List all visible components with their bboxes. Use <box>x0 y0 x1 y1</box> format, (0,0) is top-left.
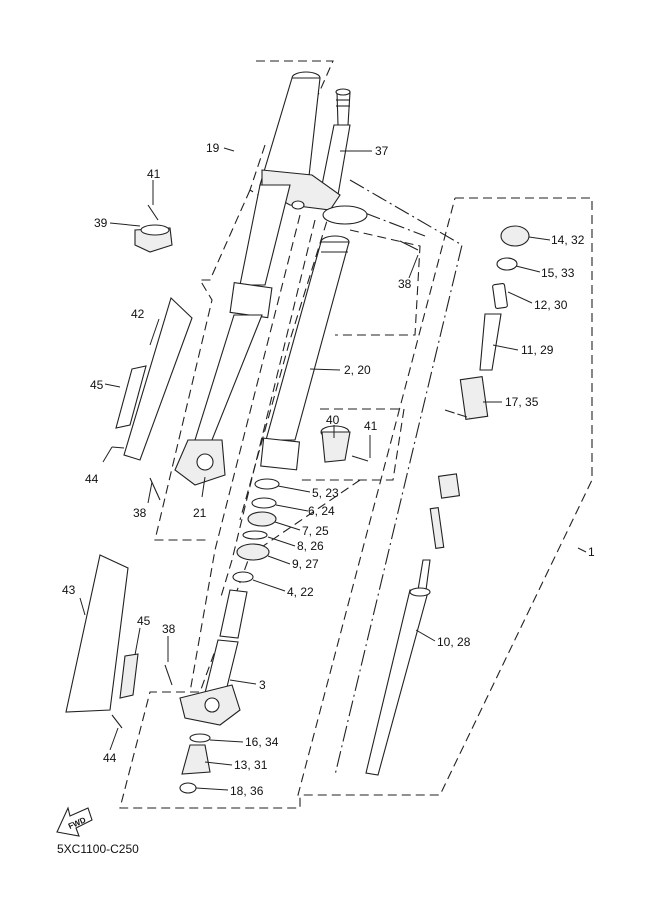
damper-cylinder-10 <box>365 589 429 776</box>
callout-labels: 19 37 41 39 38 14, 32 15, 33 12, 30 11, … <box>62 141 595 798</box>
callout-12-30: 12, 30 <box>534 298 568 312</box>
nut-15 <box>496 257 518 271</box>
callout-11-29: 11, 29 <box>521 343 554 357</box>
fork-guard-43 <box>65 554 129 713</box>
outer-tube-part-3 <box>179 589 248 794</box>
callout-38-lower: 38 <box>162 622 176 636</box>
assembly-chain-line-2 <box>364 212 426 237</box>
decal-45-upper <box>115 365 147 429</box>
callout-39: 39 <box>94 216 108 230</box>
callout-19: 19 <box>206 141 220 155</box>
callout-9-27: 9, 27 <box>292 557 319 571</box>
damper-rod-10 <box>417 559 431 591</box>
group-left-strip <box>189 214 301 693</box>
group-38-boundary <box>335 229 421 336</box>
bolt-38-upper <box>399 240 419 251</box>
cap-bolt-14 <box>500 225 530 247</box>
callout-21: 21 <box>193 506 207 520</box>
bolt-44-upper <box>111 446 125 449</box>
group-1-boundary <box>297 197 593 796</box>
callout-41-upper: 41 <box>147 167 161 181</box>
callout-15-33: 15, 33 <box>541 266 575 280</box>
group-left-strip-2 <box>219 219 316 601</box>
callout-3: 3 <box>259 678 266 692</box>
dust-seal-9 <box>236 543 270 561</box>
leader-lines <box>79 147 587 791</box>
callout-42: 42 <box>131 307 145 321</box>
base-valve-13 <box>181 744 211 775</box>
bolt-41-upper <box>147 204 159 221</box>
callout-5-23: 5, 23 <box>312 486 339 500</box>
fork-outer-tube-part-19 <box>174 71 368 486</box>
oil-seal-7 <box>247 511 277 527</box>
callout-18-36: 18, 36 <box>230 784 264 798</box>
callout-38-mid: 38 <box>133 506 147 520</box>
bolt-41-lower <box>351 455 369 462</box>
callout-8-26: 8, 26 <box>297 539 324 553</box>
cartridge-parts <box>365 225 530 776</box>
callout-45-lower: 45 <box>137 614 151 628</box>
group-boundaries <box>119 60 593 809</box>
bolt-44-lower <box>111 714 123 729</box>
callout-41-lower: 41 <box>364 419 378 433</box>
callout-44-upper: 44 <box>85 472 99 486</box>
callout-43: 43 <box>62 583 76 597</box>
forward-arrow-icon: FWD <box>56 806 93 837</box>
bushing-5 <box>254 478 280 490</box>
callout-17-35: 17, 35 <box>505 395 539 409</box>
bolt-38-mid <box>149 477 161 501</box>
spacer-11 <box>479 313 502 371</box>
callout-2-20: 2, 20 <box>344 363 371 377</box>
callout-40: 40 <box>326 413 340 427</box>
callout-44-lower: 44 <box>103 751 117 765</box>
group-40-boundary <box>300 408 405 481</box>
rod-12 <box>492 282 508 310</box>
callout-38-upper: 38 <box>398 277 412 291</box>
bushing-4 <box>232 571 254 583</box>
spring-17 <box>437 376 489 499</box>
inner-tube-part-2 <box>260 235 350 471</box>
clamp-40 <box>320 425 351 463</box>
callout-6-24: 6, 24 <box>308 504 335 518</box>
washer-6 <box>251 497 277 509</box>
diagram-code: 5XC1100-C250 <box>57 842 139 856</box>
bolt-38-lower <box>164 664 173 686</box>
clamp-39 <box>134 224 173 253</box>
rebound-rod <box>429 507 445 549</box>
fork-guard-42 <box>123 296 193 461</box>
seal-stack <box>232 478 280 583</box>
callout-14-32: 14, 32 <box>551 233 585 247</box>
clip-8 <box>242 530 268 540</box>
callout-7-25: 7, 25 <box>302 524 329 538</box>
decal-45-lower <box>119 653 139 699</box>
callout-37: 37 <box>375 144 389 158</box>
callout-1: 1 <box>588 545 595 559</box>
callout-45-upper: 45 <box>90 378 104 392</box>
callout-10-28: 10, 28 <box>437 635 471 649</box>
group-inner-boundary <box>239 144 336 521</box>
nut-18 <box>179 782 197 794</box>
callout-16-34: 16, 34 <box>245 735 279 749</box>
callout-13-31: 13, 31 <box>234 758 268 772</box>
callout-4-22: 4, 22 <box>287 585 314 599</box>
o-ring-16 <box>189 733 211 743</box>
steering-stem-part-37 <box>319 88 351 196</box>
group-19-boundary <box>154 60 334 541</box>
